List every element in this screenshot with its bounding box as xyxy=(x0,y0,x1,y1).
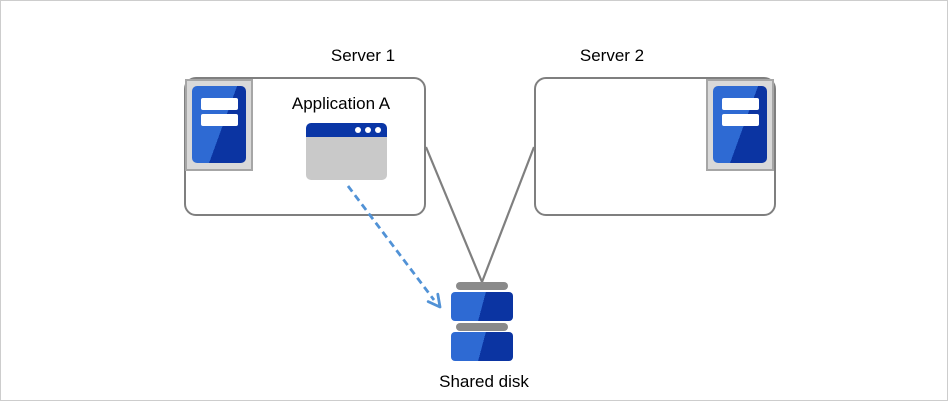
server-drive-slot xyxy=(201,114,238,126)
server2-label: Server 2 xyxy=(579,46,645,65)
disk-cap xyxy=(456,282,508,290)
server-tower-body xyxy=(713,86,767,163)
window-body xyxy=(306,137,387,180)
server-drive-slot xyxy=(722,114,759,126)
server1-tower-icon xyxy=(185,79,253,171)
shared-disk-icon xyxy=(451,282,513,362)
disk-platter xyxy=(451,332,513,361)
window-titlebar xyxy=(306,123,387,137)
window-dot-icon xyxy=(375,127,381,133)
server1-label: Server 1 xyxy=(330,46,396,65)
disk-platter xyxy=(451,292,513,321)
shared-disk-label: Shared disk xyxy=(439,372,529,391)
application-window-icon xyxy=(306,123,387,180)
application-to-disk-arrowhead-icon xyxy=(426,292,442,309)
server-drive-slot xyxy=(201,98,238,110)
server-tower-body xyxy=(192,86,246,163)
server2-to-disk-line xyxy=(480,146,536,283)
application-a-label: Application A xyxy=(291,94,391,113)
window-dot-icon xyxy=(365,127,371,133)
disk-cap xyxy=(456,323,508,331)
server2-tower-icon xyxy=(706,79,774,171)
window-dot-icon xyxy=(355,127,361,133)
server1-to-disk-line xyxy=(424,146,484,283)
server-drive-slot xyxy=(722,98,759,110)
